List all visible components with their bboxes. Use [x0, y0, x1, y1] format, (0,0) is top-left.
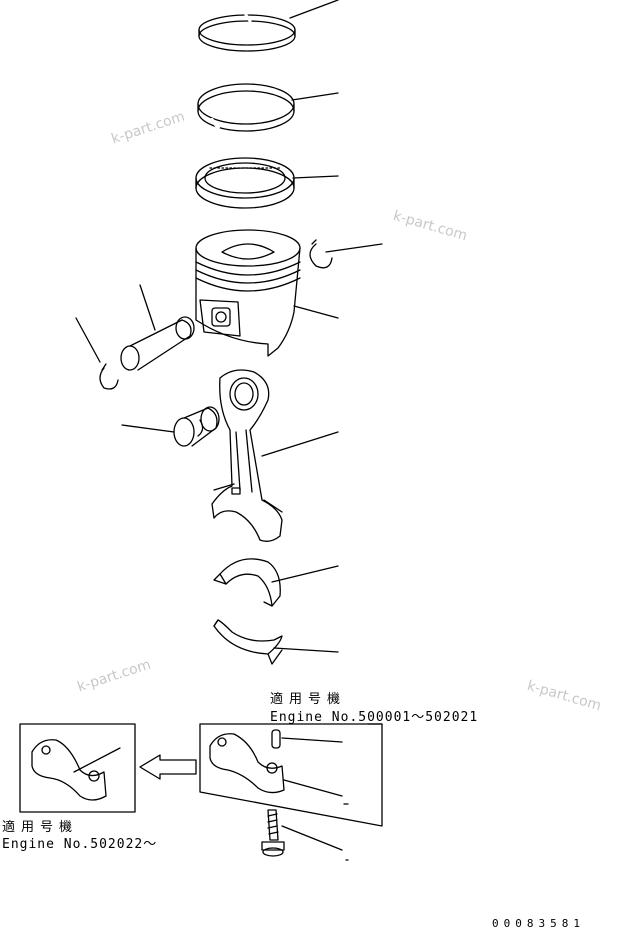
leader-line-piston-pin — [139, 284, 156, 331]
rod-cap-earlier — [209, 733, 285, 794]
upper-bearing-shell — [213, 558, 281, 607]
piston — [195, 229, 301, 357]
second-compression-ring — [197, 83, 295, 132]
leader-line-snap-ring-right — [325, 243, 383, 253]
inset-box-later-engines — [19, 723, 136, 813]
engine-number-left: Engine No.502022～ — [2, 837, 158, 852]
leader-line-oil-ring — [292, 175, 339, 179]
rod-cap-later — [31, 739, 107, 801]
cap-bolt — [261, 809, 285, 857]
leader-line-lower-shell — [273, 647, 339, 653]
dowel-pin — [271, 729, 281, 749]
connecting-rod — [211, 369, 283, 542]
top-compression-ring — [198, 13, 296, 52]
applicable-title-right: 適用号機 — [270, 692, 347, 707]
piston-pin — [120, 316, 195, 371]
inset-box-earlier-engines — [199, 723, 383, 827]
leader-line-upper-shell — [271, 565, 339, 583]
snap-ring-right — [309, 239, 333, 269]
document-number: 00083581 — [492, 917, 585, 930]
small-end-bushing — [173, 406, 220, 447]
leader-line-dowel-pin — [281, 737, 343, 743]
engine-number-right: Engine No.500001～502021 — [270, 710, 479, 725]
replacement-arrow — [139, 754, 197, 780]
leader-line-cap-bolt — [281, 825, 343, 851]
lower-bearing-shell — [213, 619, 283, 665]
oil-ring — [195, 157, 295, 209]
leader-line-piston — [293, 305, 339, 319]
snap-ring-left — [99, 363, 119, 390]
leader-line-cap-later — [73, 747, 121, 773]
leader-line-bushing — [121, 424, 175, 433]
applicable-title-left: 適用号機 — [2, 820, 79, 835]
leader-line-second-ring — [291, 92, 339, 101]
leader-line-cap-earlier — [283, 779, 343, 797]
leader-line-top-ring — [289, 0, 339, 19]
leader-line-snap-ring-left — [75, 317, 101, 363]
leader-line-connecting-rod — [261, 431, 339, 457]
